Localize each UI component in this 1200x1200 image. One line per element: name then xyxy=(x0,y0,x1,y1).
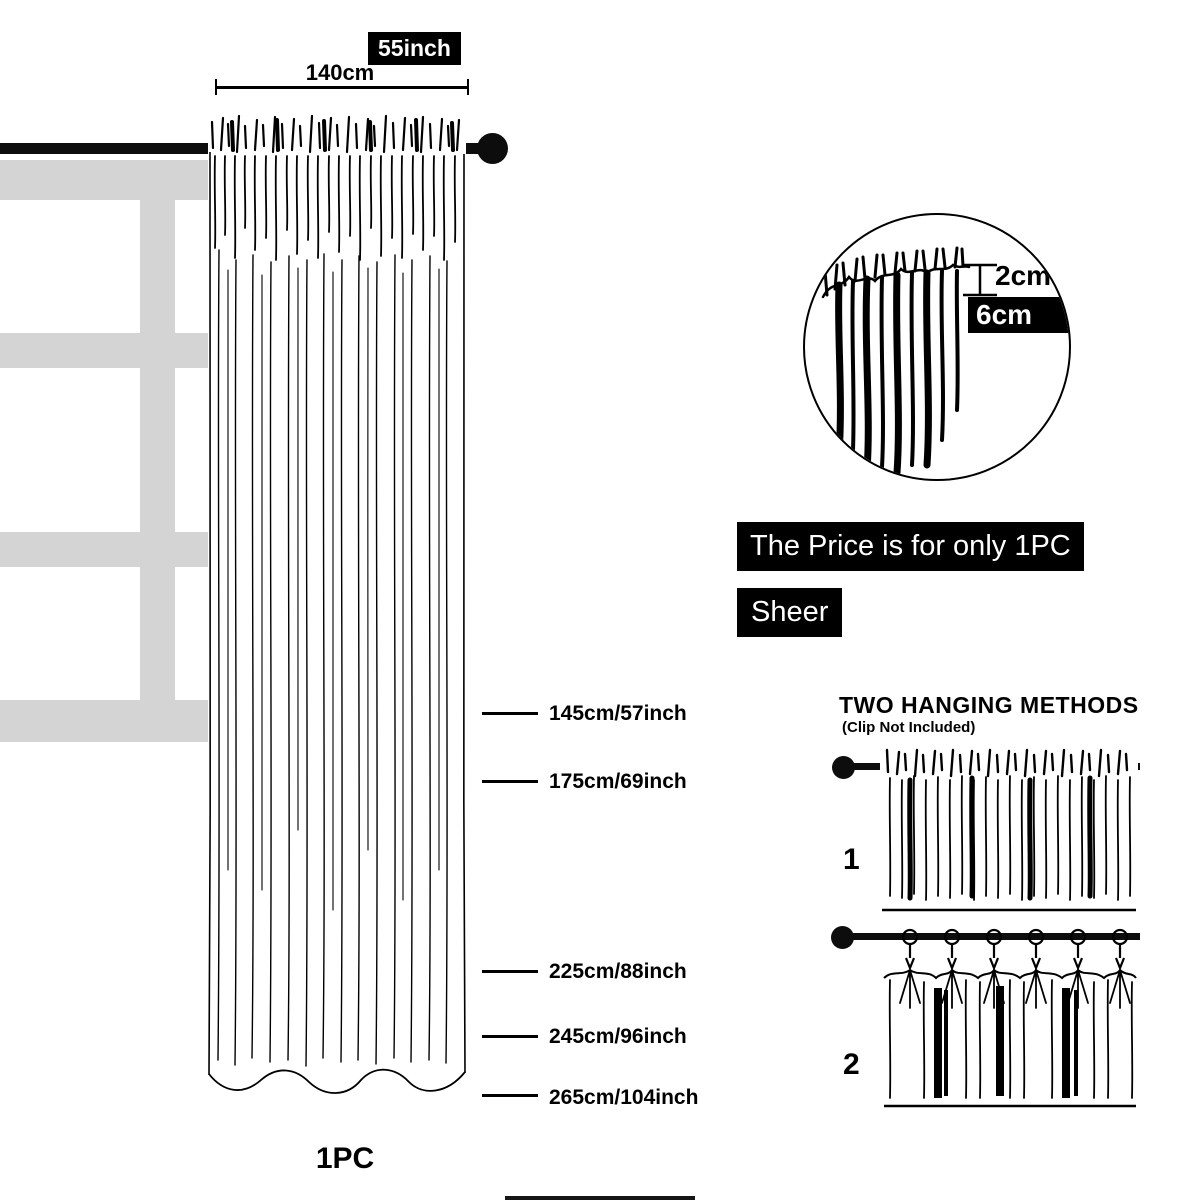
fabric-type-label: Sheer xyxy=(737,588,843,637)
length-tick xyxy=(482,970,538,973)
length-label: 145cm/57inch xyxy=(549,702,687,725)
method1-curtain-illustration xyxy=(880,748,1138,912)
width-measure-line xyxy=(215,79,469,95)
length-label: 265cm/104inch xyxy=(549,1086,699,1109)
length-label: 175cm/69inch xyxy=(549,770,687,793)
length-tick xyxy=(482,1035,538,1038)
rod-pocket-measure-label: 6cm xyxy=(968,297,1069,333)
hanging-methods-title: TWO HANGING METHODS xyxy=(839,692,1139,718)
hanging-methods-subtitle: (Clip Not Included) xyxy=(842,719,976,736)
piece-count-label: 1PC xyxy=(315,1142,375,1175)
length-tick xyxy=(482,712,538,715)
window-pane xyxy=(0,567,140,700)
length-label: 245cm/96inch xyxy=(549,1025,687,1048)
top-hem-measure-label: 2cm xyxy=(995,260,1052,291)
rod-pocket-detail-circle: 2cm 6cm xyxy=(803,213,1071,481)
length-tick xyxy=(482,780,538,783)
method2-curtain-illustration xyxy=(883,928,1137,1108)
rod-pocket-sketch xyxy=(821,246,997,477)
bottom-crop-artifact xyxy=(505,1196,695,1200)
width-inch-badge: 55inch xyxy=(368,32,461,65)
rod-finial-ball-icon xyxy=(477,133,508,164)
window-frame xyxy=(0,160,217,742)
curtain-illustration xyxy=(208,114,466,1094)
window-pane xyxy=(0,368,140,532)
clip-icons xyxy=(901,928,1129,971)
method2-number: 2 xyxy=(843,1048,860,1081)
method1-finial-ball-icon xyxy=(832,756,855,779)
length-tick xyxy=(482,1094,538,1097)
method2-rod xyxy=(852,933,1140,940)
method2-finial-ball-icon xyxy=(831,926,854,949)
window-pane xyxy=(0,200,140,333)
price-note: The Price is for only 1PC xyxy=(737,522,1084,571)
length-label: 225cm/88inch xyxy=(549,960,687,983)
method1-number: 1 xyxy=(843,843,860,876)
width-cm-label: 140cm xyxy=(305,60,375,85)
